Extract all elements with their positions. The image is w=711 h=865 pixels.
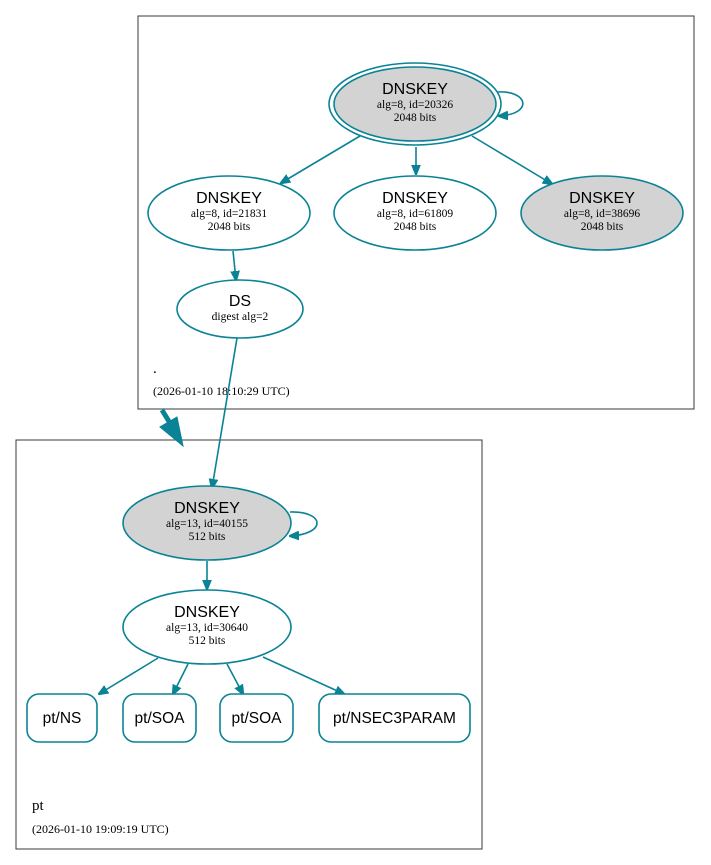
node-title: DNSKEY [174,500,240,517]
node-title: DNSKEY [174,604,240,621]
zone-pt: pt (2026-01-10 19:09:19 UTC) [15,439,483,850]
rrset-label: pt/SOA [232,710,283,727]
rrset-label: pt/NS [43,710,82,727]
rrset-pt-soa-2[interactable]: pt/SOA [219,693,294,743]
edge-zsk-to-ns [99,657,159,694]
edge-root-ksk-to-21831 [281,135,361,183]
node-key-size: 512 bits [189,635,226,647]
node-key-size: 2048 bits [394,221,437,233]
edge-21831-to-ds [233,250,236,280]
edge-zsk-to-soa-1 [173,663,189,694]
node-pt-dnskey-30640[interactable]: DNSKEY alg=13, id=30640 512 bits [122,589,292,665]
edge-pt-ksk-self-signature [290,511,318,536]
edge-ds-to-pt-ksk [212,337,238,488]
node-shape [520,175,684,251]
zone-pt-timestamp: (2026-01-10 19:09:19 UTC) [32,822,169,836]
node-shape [122,485,292,561]
rrset-label: pt/SOA [135,710,186,727]
node-shape [333,175,497,251]
zone-root-name: . [153,361,157,377]
zone-root: . (2026-01-10 18:10:29 UTC) [137,15,695,410]
node-pt-ksk-40155[interactable]: DNSKEY alg=13, id=40155 512 bits [122,485,292,561]
rrset-shape [318,693,471,743]
rrset-shape [219,693,294,743]
edge-zsk-to-nsec3param [262,656,344,694]
edge-root-ksk-self-signature [496,91,524,116]
node-shape [122,589,292,665]
node-root-dnskey-38696[interactable]: DNSKEY alg=8, id=38696 2048 bits [520,175,684,251]
node-root-dnskey-61809[interactable]: DNSKEY alg=8, id=61809 2048 bits [333,175,497,251]
rrset-shape [26,693,98,743]
rrset-shape [122,693,197,743]
node-key-size: 2048 bits [581,221,624,233]
node-title: DS [229,293,251,310]
rrset-label: pt/NSEC3PARAM [333,710,456,727]
rrset-pt-nsec3param[interactable]: pt/NSEC3PARAM [318,693,471,743]
edge-zsk-to-soa-2 [226,663,243,694]
rrset-pt-ns[interactable]: pt/NS [26,693,98,743]
delegation-arrowhead [159,416,184,448]
node-shape [147,175,311,251]
node-title: DNSKEY [569,190,635,207]
node-key-size: 2048 bits [208,221,251,233]
edge-root-ksk-to-38696 [471,135,552,184]
node-key-info: alg=8, id=21831 [191,208,267,220]
node-key-size: 2048 bits [394,112,437,124]
node-key-info: alg=8, id=20326 [377,99,453,111]
node-shape [333,66,497,142]
node-key-size: 512 bits [189,531,226,543]
node-title: DNSKEY [382,81,448,98]
node-key-info: alg=8, id=38696 [564,208,640,220]
node-key-info: alg=13, id=30640 [166,622,248,634]
zone-root-timestamp: (2026-01-10 18:10:29 UTC) [153,384,290,398]
node-key-info: alg=8, id=61809 [377,208,453,220]
zone-root-border [137,15,695,410]
node-title: DNSKEY [196,190,262,207]
zone-pt-name: pt [32,798,45,814]
rrset-pt-soa-1[interactable]: pt/SOA [122,693,197,743]
node-root-ksk-20326[interactable]: DNSKEY alg=8, id=20326 2048 bits [328,62,502,146]
node-root-dnskey-21831[interactable]: DNSKEY alg=8, id=21831 2048 bits [147,175,311,251]
edges [99,91,552,694]
node-key-info: alg=13, id=40155 [166,518,248,530]
node-title: DNSKEY [382,190,448,207]
node-pt-ds[interactable]: DS digest alg=2 [176,279,304,339]
node-shape [176,279,304,339]
node-digest-info: digest alg=2 [212,311,269,323]
zone-pt-border [15,439,483,850]
